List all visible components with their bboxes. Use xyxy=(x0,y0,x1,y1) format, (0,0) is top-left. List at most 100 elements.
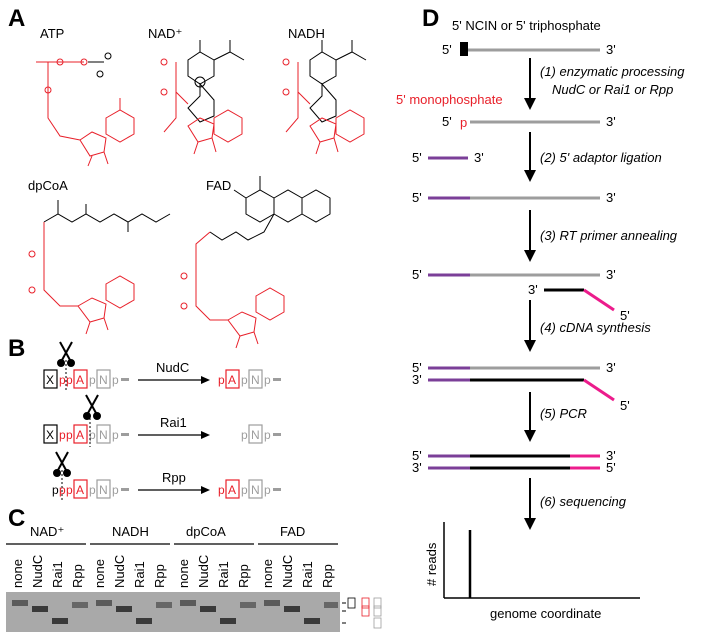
phosphate-p: p xyxy=(66,483,73,497)
rna-tail xyxy=(273,488,281,491)
phosphate-p: p xyxy=(89,483,96,497)
step-label: (5) PCR xyxy=(540,406,587,421)
nucleotide-box-x xyxy=(43,424,58,444)
arrowhead xyxy=(524,98,536,110)
phosphate-p: p xyxy=(264,428,271,442)
molecule-label-dpcoa: dpCoA xyxy=(28,178,68,193)
nucleotide-letter-a: A xyxy=(76,483,84,497)
step-label: (3) RT primer annealing xyxy=(540,228,678,243)
phosphate-p: p xyxy=(218,483,225,497)
panel-d-title: 5' NCIN or 5' triphosphate xyxy=(452,18,601,33)
molecule-label-nadh: NADH xyxy=(288,26,325,41)
panel-d-label: D xyxy=(422,5,439,32)
band-markers xyxy=(342,597,382,629)
end-label-3: 3' xyxy=(606,190,616,205)
arrowhead xyxy=(524,170,536,182)
lane-label: Rai1 xyxy=(300,561,315,588)
phosphate-p: p xyxy=(241,428,248,442)
molecule-label-fad: FAD xyxy=(206,178,231,193)
enzyme-label-nudc: NudC xyxy=(156,360,189,375)
phosphate-p: p xyxy=(89,428,96,442)
lane-labels: none NudC Rai1 Rpp none NudC Rai1 Rpp no… xyxy=(10,555,335,588)
lane-label: Rai1 xyxy=(50,561,65,588)
rna-tail xyxy=(273,433,281,436)
lane-label: Rpp xyxy=(152,564,167,588)
gel-group-label: NADH xyxy=(112,524,149,539)
rna-tail xyxy=(273,378,281,381)
panel-b-label: B xyxy=(8,335,25,362)
end-label-5: 5' xyxy=(442,42,452,57)
scissors-icon xyxy=(53,451,71,477)
nucleotide-box-n xyxy=(96,479,111,499)
end-label-5: 5' xyxy=(606,460,616,475)
phosphate-p: p xyxy=(112,483,119,497)
step-label: (2) 5' adaptor ligation xyxy=(540,150,662,165)
nucleotide-letter-n: N xyxy=(99,428,108,442)
end-label-3: 3' xyxy=(606,267,616,282)
arrowhead xyxy=(524,250,536,262)
lane-label: Rai1 xyxy=(132,561,147,588)
panel-b: B X p p A p N p NudC p A p xyxy=(8,335,281,502)
molecule-label-atp: ATP xyxy=(40,26,64,41)
scissors-icon xyxy=(57,341,75,367)
nucleotide-letter-a: A xyxy=(76,428,84,442)
end-label-3: 3' xyxy=(528,282,538,297)
nucleotide-letter-a: A xyxy=(76,373,84,387)
phosphate-p: p xyxy=(59,428,66,442)
nucleotide-box-n xyxy=(248,424,263,444)
nucleotide-box-a xyxy=(73,424,88,444)
panel-b-row-rpp: p p p A p N p Rpp p A p N p xyxy=(52,451,281,502)
primer-tail xyxy=(583,378,615,402)
rna-tail xyxy=(121,378,129,381)
step-label: (6) sequencing xyxy=(540,494,627,509)
lane-label: none xyxy=(10,559,25,588)
panel-a: A ATP NAD⁺ NADH dpCoA FAD xyxy=(8,5,367,349)
lane-label: none xyxy=(92,559,107,588)
panel-d: D 5' NCIN or 5' triphosphate 5' 3' (1) e… xyxy=(396,5,685,621)
nad-structure xyxy=(160,40,245,155)
phosphate-p: p xyxy=(112,428,119,442)
end-label-5: 5' xyxy=(620,398,630,413)
nucleotide-box-a xyxy=(225,479,240,499)
phosphate-p: p xyxy=(66,428,73,442)
lane-label: NudC xyxy=(112,555,127,588)
lane-label: NudC xyxy=(30,555,45,588)
lane-label: Rpp xyxy=(236,564,251,588)
phosphate-p: p xyxy=(241,373,248,387)
nucleotide-letter-x: X xyxy=(46,428,54,442)
arrowhead xyxy=(201,486,210,494)
end-label-5: 5' xyxy=(412,267,422,282)
nucleotide-letter-x: X xyxy=(46,373,54,387)
nucleotide-letter-n: N xyxy=(251,373,260,387)
phosphate-p: p xyxy=(264,373,271,387)
nucleotide-box-a xyxy=(73,479,88,499)
end-label-5: 5' xyxy=(620,308,630,323)
enzyme-label-rpp: Rpp xyxy=(162,470,186,485)
nucleotide-letter-a: A xyxy=(228,373,236,387)
nadh-structure xyxy=(282,40,367,155)
end-label-5: 5' xyxy=(412,448,422,463)
end-label-3: 3' xyxy=(606,114,616,129)
arrowhead xyxy=(201,431,210,439)
panel-c-label: C xyxy=(8,505,25,532)
end-label-3: 3' xyxy=(412,372,422,387)
y-axis-label: # reads xyxy=(424,542,439,586)
lane-label: NudC xyxy=(280,555,295,588)
ncin-cap xyxy=(460,42,468,56)
end-label-5: 5' xyxy=(412,190,422,205)
phosphate-p: p xyxy=(52,483,59,497)
gel-group-label: NAD⁺ xyxy=(30,524,64,539)
nucleotide-box-a xyxy=(225,369,240,389)
lane-label: NudC xyxy=(196,555,211,588)
nucleotide-box-a xyxy=(73,369,88,389)
arrowhead xyxy=(201,376,210,384)
rna-tail xyxy=(121,488,129,491)
nucleotide-letter-a: A xyxy=(228,483,236,497)
end-label-3: 3' xyxy=(606,42,616,57)
end-label-5: 5' xyxy=(412,150,422,165)
nucleotide-letter-n: N xyxy=(99,483,108,497)
panel-b-row-rai1: X p p A p N p Rai1 p N p xyxy=(43,394,281,447)
phosphate-p: p xyxy=(66,373,73,387)
lane-label: Rpp xyxy=(70,564,85,588)
